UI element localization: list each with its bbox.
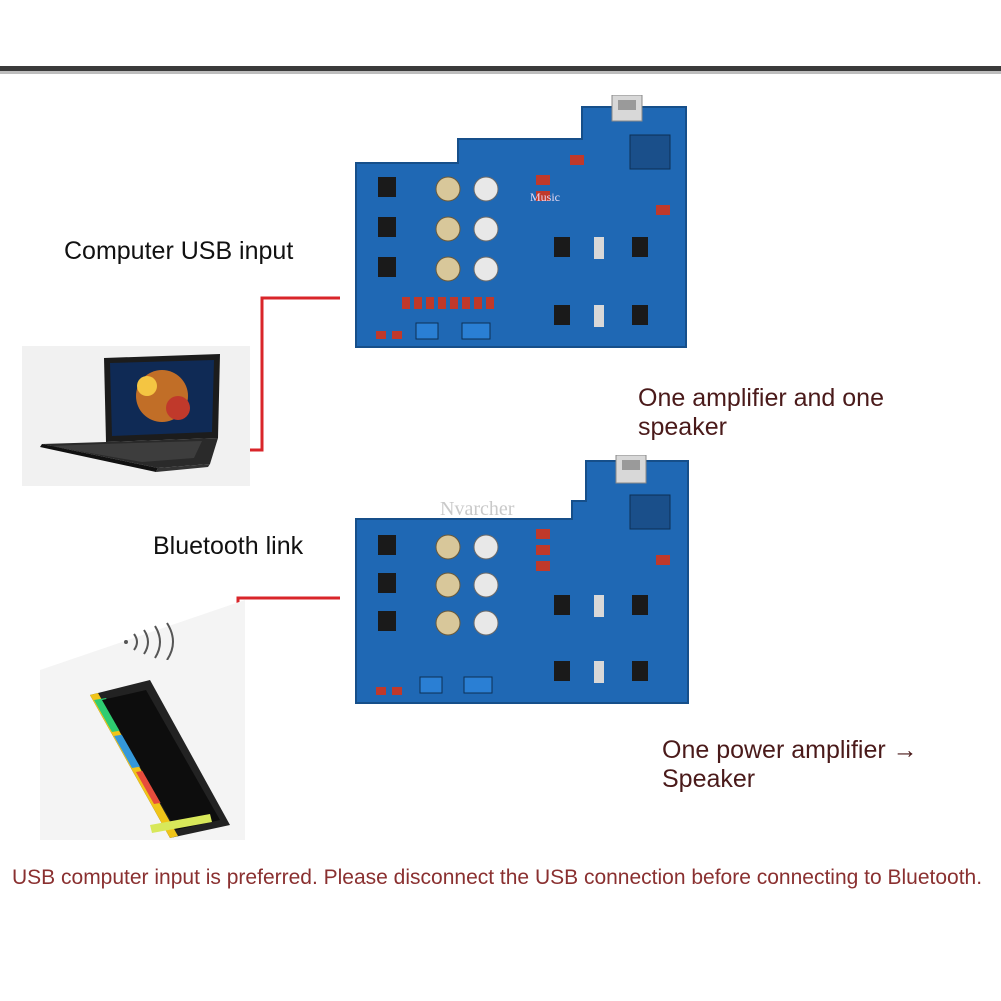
laptop-icon bbox=[22, 346, 250, 486]
smartphone-icon bbox=[40, 600, 245, 840]
wireless-signal-icon bbox=[124, 622, 174, 660]
usage-note: USB computer input is preferred. Please … bbox=[12, 866, 983, 889]
usb-input-label: Computer USB input bbox=[64, 237, 294, 265]
board2-watermark: Nvarcher bbox=[440, 498, 515, 520]
amplifier-board-2: Nvarcher bbox=[340, 455, 700, 725]
power-amp-speaker-label: One power amplifier → Speaker bbox=[662, 736, 918, 793]
top-divider-shadow bbox=[0, 71, 1001, 74]
one-amp-one-speaker-label: One amplifier and one speaker bbox=[638, 384, 884, 441]
amplifier-board-1: Music bbox=[340, 95, 700, 385]
top-divider bbox=[0, 66, 1001, 71]
board1-watermark: Music bbox=[530, 190, 560, 204]
bluetooth-link-label: Bluetooth link bbox=[153, 532, 304, 560]
